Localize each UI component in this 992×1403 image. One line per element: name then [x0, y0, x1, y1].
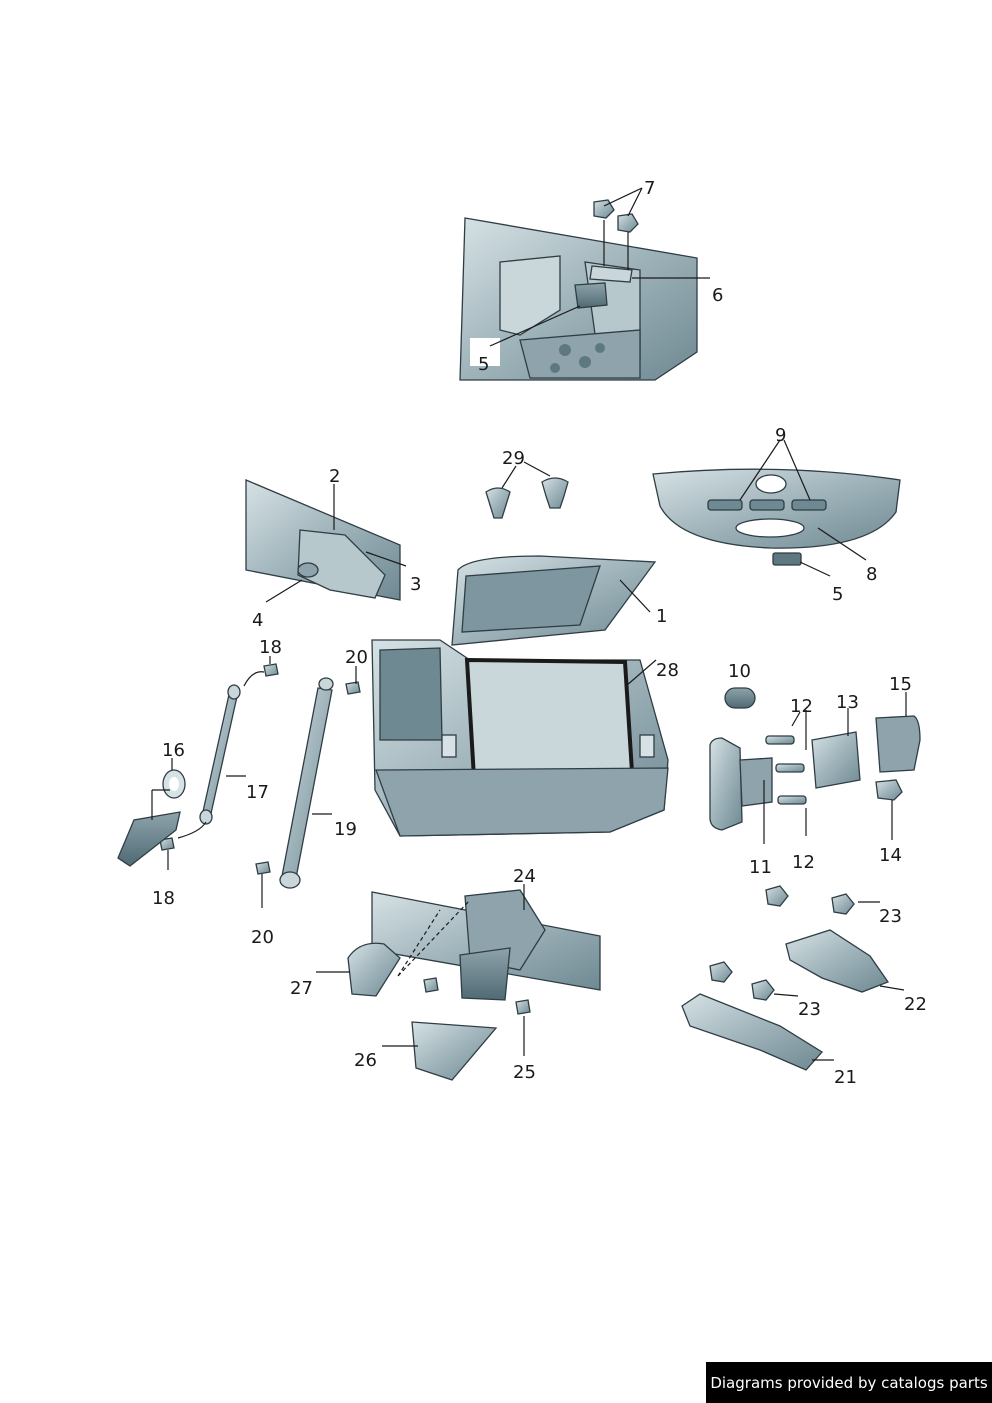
callout-11: 11	[749, 857, 772, 878]
callout-1: 1	[656, 606, 667, 627]
vehicle-rear-with-tailgate	[371, 555, 669, 837]
callout-labels: 7 6 5 2 3 4 29 9 8 5 1 28 18 20 16 17 19…	[152, 178, 927, 1088]
callout-23-top: 23	[879, 906, 902, 927]
bracket-part-6	[589, 265, 633, 283]
callout-28: 28	[656, 660, 679, 681]
callout-25: 25	[513, 1062, 536, 1083]
callout-5-top: 5	[478, 354, 489, 375]
callout-29: 29	[502, 448, 525, 469]
callout-20-top: 20	[345, 647, 368, 668]
footer-credit: Diagrams provided by catalogs parts	[706, 1362, 992, 1403]
striker-assembly	[681, 885, 890, 1071]
callout-13: 13	[836, 692, 859, 713]
callout-17: 17	[246, 782, 269, 803]
callout-20-bottom: 20	[251, 927, 274, 948]
hinge-assembly	[245, 479, 401, 601]
tailgate-lock-assembly	[347, 889, 601, 1081]
bracket-part-16-and-mount	[117, 769, 186, 867]
callout-21: 21	[834, 1067, 857, 1088]
callout-22: 22	[904, 994, 927, 1015]
callout-12-top: 12	[790, 696, 813, 717]
callout-26: 26	[354, 1050, 377, 1071]
callout-10: 10	[728, 661, 751, 682]
leader-lines	[151, 187, 907, 1061]
nuts-part-7	[593, 199, 639, 233]
gas-strut-part-17	[199, 684, 241, 825]
callout-24: 24	[513, 866, 536, 887]
callout-7: 7	[644, 178, 655, 199]
callout-14: 14	[879, 845, 902, 866]
callout-3: 3	[410, 574, 421, 595]
callout-9: 9	[775, 425, 786, 446]
gas-strut-part-19	[279, 677, 334, 889]
callout-23-bottom: 23	[798, 999, 821, 1020]
callout-19: 19	[334, 819, 357, 840]
lock-switch-parts-10-15	[709, 687, 921, 831]
callout-12-bottom: 12	[792, 852, 815, 873]
callout-18-bottom: 18	[152, 888, 175, 909]
bump-stop-part-5-top	[574, 282, 608, 309]
callout-6: 6	[712, 285, 723, 306]
callout-2: 2	[329, 466, 340, 487]
callout-4: 4	[252, 610, 263, 631]
callout-5-right: 5	[832, 584, 843, 605]
callout-15: 15	[889, 674, 912, 695]
callout-8: 8	[866, 564, 877, 585]
callout-16: 16	[162, 740, 185, 761]
callout-18-top: 18	[259, 637, 282, 658]
handle-trim-assembly	[652, 468, 901, 566]
ball-studs-parts-18-20	[159, 663, 361, 875]
clips-part-29	[485, 477, 569, 519]
callout-27: 27	[290, 978, 313, 999]
